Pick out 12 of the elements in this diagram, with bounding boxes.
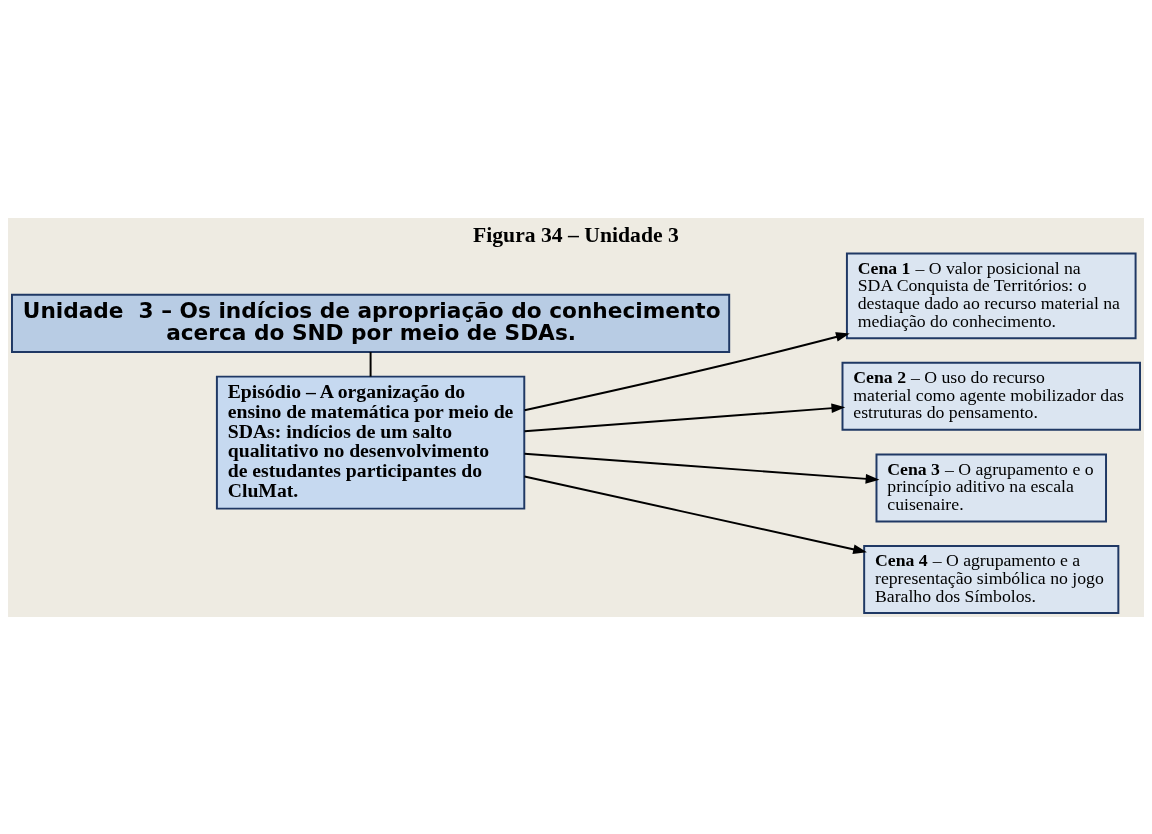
node-box: Cena 2 – O uso do recurso material como agente mobilizador das estruturas do pensamento. [841,361,1141,431]
node-box: Unidade 3 – Os indícios de apropriação do conhecimento acerca do SND por meio de SDAs. [11,293,731,353]
node-box: Cena 3 – O agrupamento e o princípio aditivo na escala cuisenaire. [875,452,1107,522]
arrow [523,475,867,554]
arrow [523,331,850,411]
arrow [523,402,846,432]
node-box: Episódio – A organização do ensino de matemática por meio de SDAs: indícios de um salto qualitativo no desenvolvimento de estudantes participantes do CluMat. [215,375,526,510]
arrow [523,452,880,484]
node-box: Cena 4 – O agrupamento e a representação simbólica no jogo Baralho dos Símbolos. [863,544,1120,614]
connector [369,350,372,377]
node-box: Cena 1 – O valor posicional na SDA Conquista de Territórios: o destaque dado ao recurso material na mediação do conhecimento. [845,252,1137,339]
diagram-title: Figura 34 – Unidade 3 [473,222,679,247]
